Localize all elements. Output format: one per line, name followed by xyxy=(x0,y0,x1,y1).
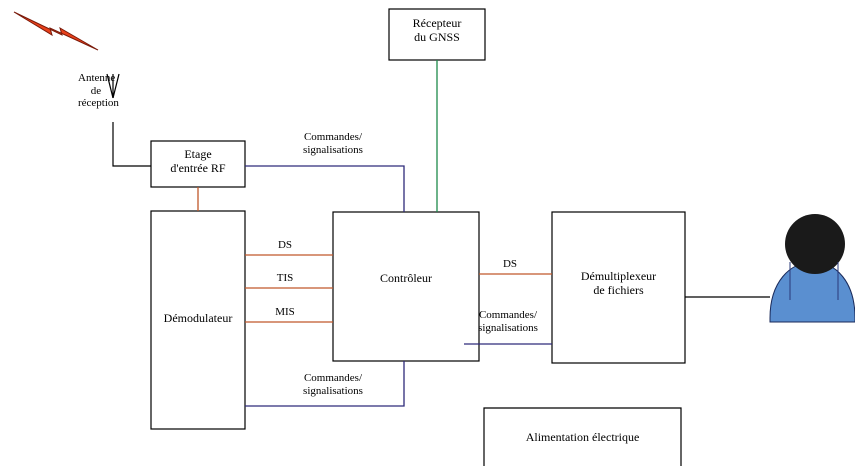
mis-label: MIS xyxy=(275,306,295,318)
demultiplexer-block xyxy=(551,211,686,364)
demultiplexer-label-line-2: de fichiers xyxy=(593,282,644,297)
cmd-right-label: Commandes/ signalisations xyxy=(458,309,558,334)
rf-stage-label-line-1: Etage xyxy=(184,147,212,161)
demodulator-label: Démodulateur xyxy=(163,311,233,325)
rf-stage-label: Etage d'entrée RF xyxy=(151,147,245,176)
antenna-label-line-2: de xyxy=(90,84,102,97)
demultiplexer-label-line-1: Démultiplexeur xyxy=(580,269,657,283)
user-icon xyxy=(769,214,855,323)
gnss-receiver-label: Récepteur du GNSS xyxy=(389,16,485,45)
gnss-receiver-label-line-1: Récepteur xyxy=(412,16,462,30)
controller-block xyxy=(332,211,480,362)
antenna-feed-line xyxy=(112,122,151,167)
gnss-receiver-label-line-2: du GNSS xyxy=(414,29,460,44)
cmd-bottom-label-line-1: Commandes/ xyxy=(303,372,363,384)
cmd-right-label-line-1: Commandes/ xyxy=(478,309,538,321)
demodulator-block xyxy=(150,210,246,430)
antenna-label-line-3: réception xyxy=(78,97,119,110)
gnss-receiver-block xyxy=(388,8,486,61)
cmd-top-label-line-1: Commandes/ xyxy=(303,131,363,143)
ds-left-label: DS xyxy=(277,239,293,251)
demultiplexer-label: Démultiplexeur de fichiers xyxy=(552,269,685,298)
antenna-icon xyxy=(106,73,120,99)
power-supply-block xyxy=(483,407,682,466)
tis-label: TIS xyxy=(276,272,294,284)
cmd-bottom-label-line-2: signalisations xyxy=(303,384,363,397)
cmd-top-link xyxy=(245,165,405,212)
cmd-top-label: Commandes/ signalisations xyxy=(278,131,388,156)
rf-stage-block xyxy=(150,140,246,188)
cmd-top-label-line-2: signalisations xyxy=(303,143,363,156)
antenna-label-line-1: Antenne xyxy=(78,72,116,84)
cmd-bottom-label: Commandes/ signalisations xyxy=(278,372,388,397)
rf-signal-lightning-icon xyxy=(13,11,99,51)
cmd-bottom-link xyxy=(245,361,405,407)
power-supply-label: Alimentation électrique xyxy=(525,430,640,444)
antenna-label: Antenne de réception xyxy=(78,72,119,110)
cmd-right-label-line-2: signalisations xyxy=(478,321,538,334)
controller-label: Contrôleur xyxy=(380,271,432,285)
rf-stage-label-line-2: d'entrée RF xyxy=(170,160,226,175)
ds-right-label: DS xyxy=(502,258,518,270)
